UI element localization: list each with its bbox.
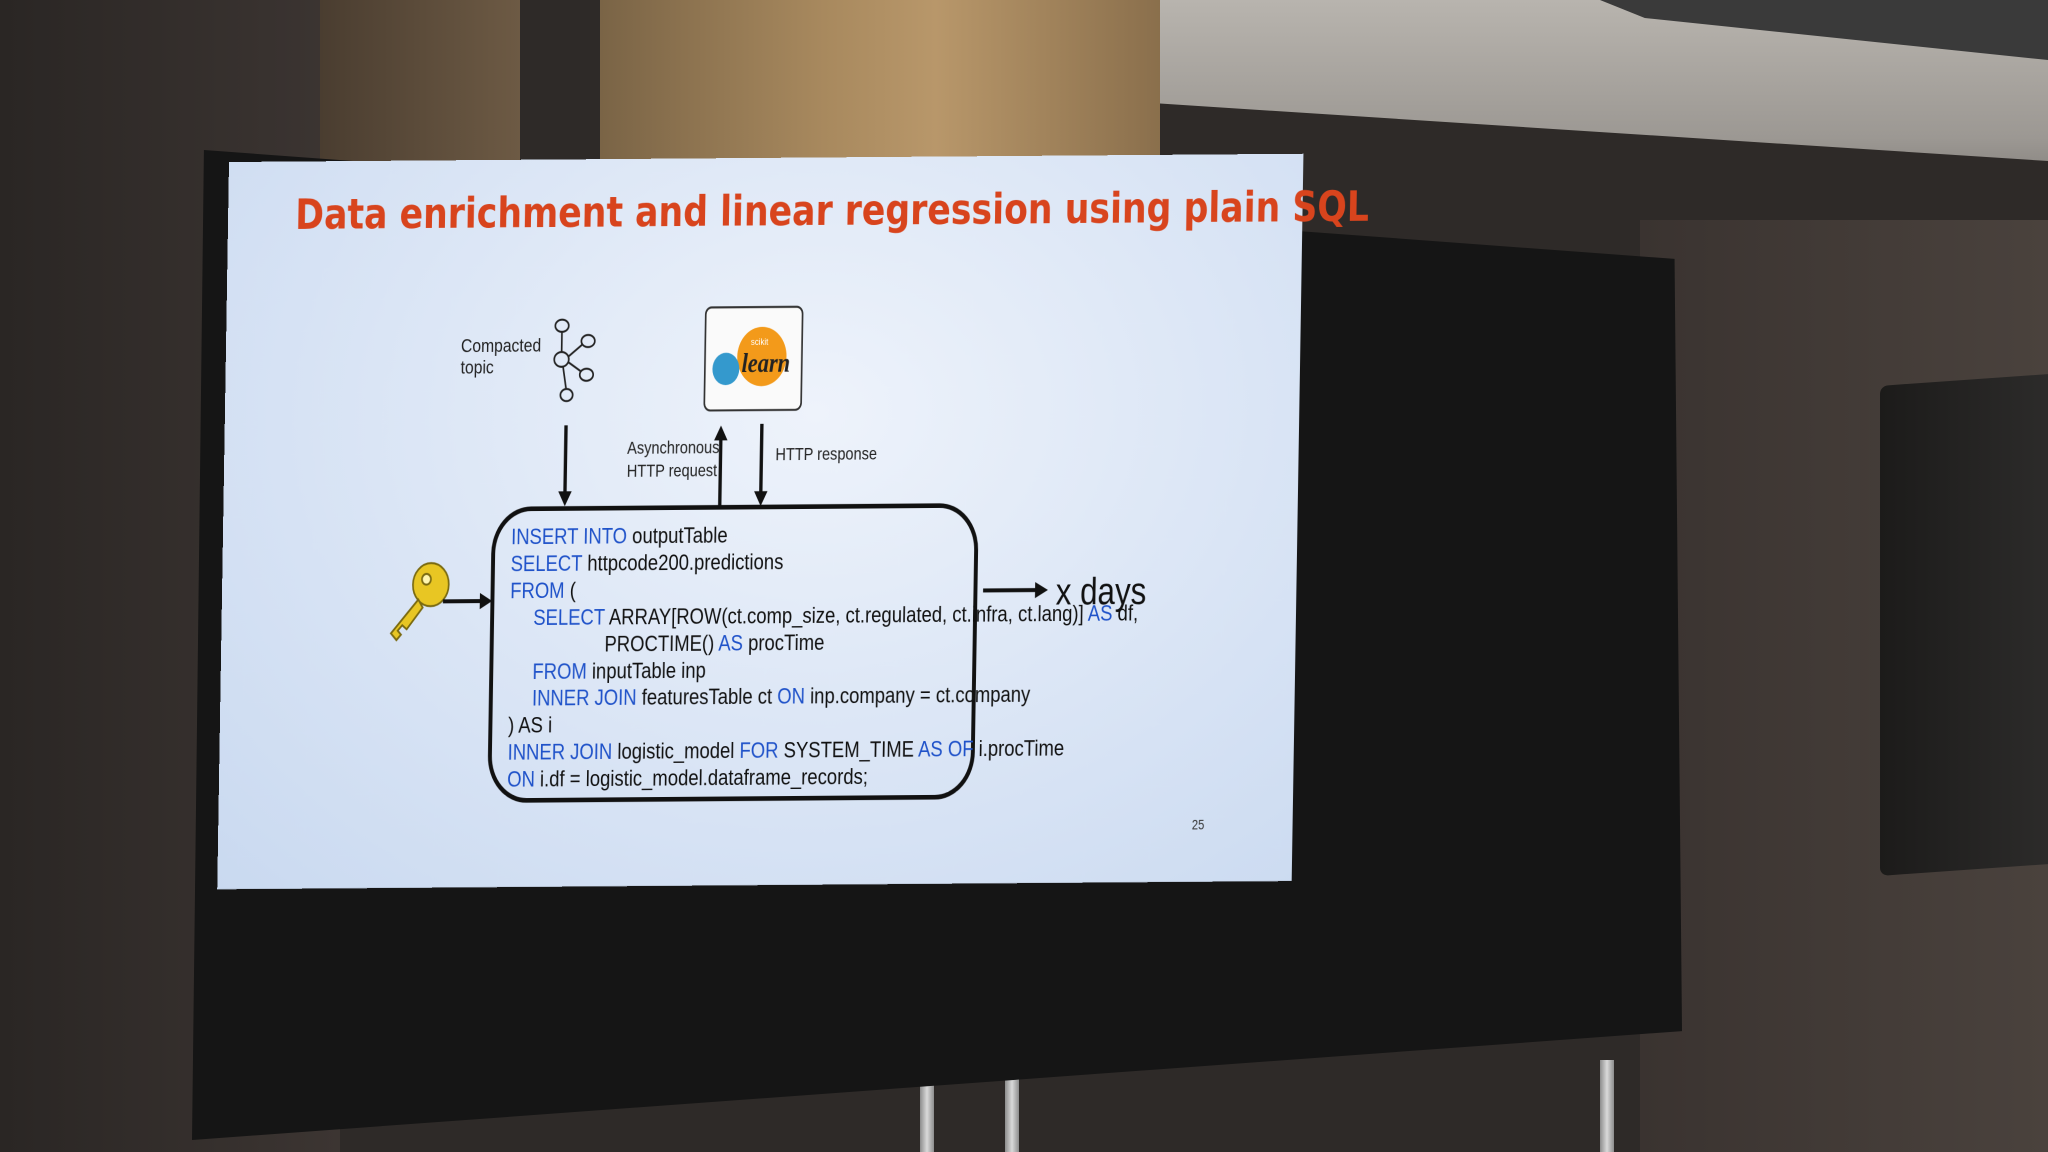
scikit-text: scikit [750,336,769,348]
arrow-down-response [754,423,768,507]
x-days-label: x days [1055,569,1147,613]
speaker-cabinet [1880,374,2048,876]
code-line: SELECT ARRAY[ROW(ct.comp_size, ct.regula… [533,600,1139,630]
arrow-up-request [714,425,728,509]
compacted-topic-line1: Compacted [460,334,542,357]
scikit-learn-icon [712,326,787,387]
slide-page-number: 25 [1191,817,1205,833]
tv-stand-leg [1005,1060,1019,1152]
async-line1: Asynchronous [627,436,720,458]
code-line: INNER JOIN logistic_model FOR SYSTEM_TIM… [507,735,1065,765]
wooden-pillar-left [320,0,520,170]
tv-stand-leg [1600,1060,1614,1152]
sql-code-block: INSERT INTO outputTable SELECT httpcode2… [507,519,1140,793]
topic-graph-icon [553,318,596,403]
code-line: ON i.df = logistic_model.dataframe_recor… [506,763,869,792]
presentation-slide: Data enrichment and linear regression us… [217,153,1369,890]
key-icon [389,562,450,642]
async-line2: HTTP request [626,459,718,481]
slide-title: Data enrichment and linear regression us… [294,181,1370,239]
compacted-topic-label: Compacted topic [461,335,542,379]
http-response-label: HTTP response [775,443,878,465]
arrow-right-output [982,582,1048,599]
arrow-down-topic [558,425,572,507]
scikit-learn-logo: scikit learn [703,305,804,412]
learn-text: learn [741,347,791,379]
tv-screen: Data enrichment and linear regression us… [217,153,1369,890]
arrow-right-key [442,593,493,610]
compacted-topic-line2: topic [460,356,494,378]
async-request-label: Asynchronous HTTP request [627,436,720,482]
